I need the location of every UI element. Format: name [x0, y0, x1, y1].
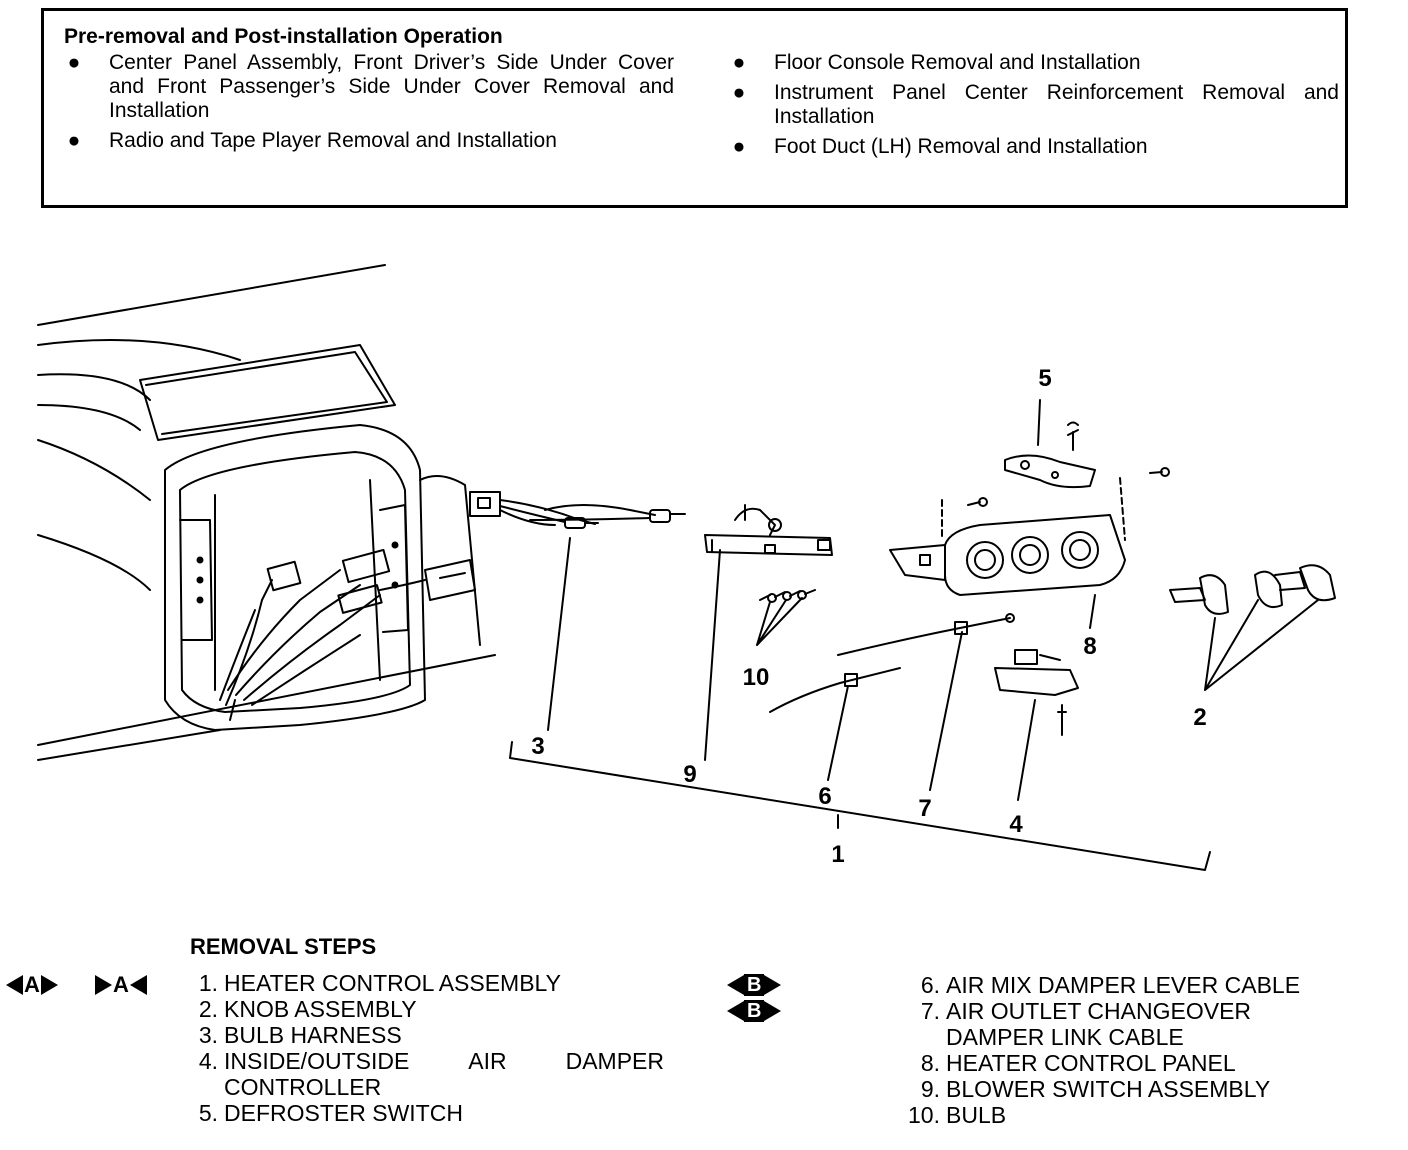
service-mark-a-installation: A [95, 972, 147, 998]
pre-removal-item-text: Radio and Tape Player Removal and Instal… [109, 129, 557, 152]
bullet-icon: ● [732, 81, 746, 104]
heater-control-panel-illustration [889, 467, 1170, 629]
bullet-icon: ● [732, 51, 746, 74]
removal-step: 7. AIR OUTLET CHANGEOVER DAMPER LINK CAB… [920, 998, 1252, 1050]
callout-3: 3 [531, 733, 544, 760]
removal-step: 1. HEATER CONTROL ASSEMBLY [198, 970, 561, 996]
removal-steps-right: 6. AIR MIX DAMPER LEVER CABLE 7. AIR OUT… [900, 972, 1390, 1128]
removal-step: 5. DEFROSTER SWITCH [198, 1100, 463, 1126]
callout-1: 1 [831, 841, 844, 868]
callout-4: 4 [1009, 811, 1023, 838]
right-triangle-icon [95, 975, 112, 995]
blower-switch-illustration [704, 504, 833, 556]
removal-step: 9. BLOWER SWITCH ASSEMBLY [920, 1076, 1271, 1102]
service-mark-b-step7: B [727, 1000, 782, 1022]
removal-step: 8. HEATER CONTROL PANEL [920, 1050, 1236, 1076]
left-triangle-icon [727, 975, 744, 995]
bulbs-illustration [756, 589, 816, 646]
pre-removal-item-text: Instrument Panel Center Reinforcement Re… [774, 81, 1339, 128]
removal-step-4-line2: CONTROLLER [224, 1074, 382, 1100]
callout-6: 6 [818, 783, 831, 810]
callout-5: 5 [1038, 365, 1051, 392]
pre-removal-box: Pre-removal and Post-installation Operat… [41, 8, 1348, 208]
pre-removal-left-column: ● Center Panel Assembly, Front Driver’s … [64, 51, 674, 159]
removal-step: 10. BULB [908, 1102, 1007, 1128]
dashboard-illustration [37, 264, 496, 761]
callout-8: 8 [1083, 633, 1096, 660]
exploded-diagram: 1 2 3 4 5 6 7 8 9 10 [37, 264, 1336, 871]
pre-removal-item: ● Instrument Panel Center Reinforcement … [729, 81, 1339, 129]
bulb-harness-illustration [469, 491, 686, 529]
removal-step: 2. KNOB ASSEMBLY [198, 996, 417, 1022]
knob-assembly-illustration [1169, 564, 1336, 691]
bullet-icon: ● [732, 135, 746, 158]
pre-removal-item-text: Floor Console Removal and Installation [774, 51, 1141, 74]
leader-lines [547, 537, 963, 791]
left-triangle-icon [129, 975, 147, 995]
pre-removal-item-text: Foot Duct (LH) Removal and Installation [774, 135, 1148, 158]
callout-2: 2 [1193, 704, 1206, 731]
pre-removal-title: Pre-removal and Post-installation Operat… [64, 25, 503, 48]
service-mark-a-removal: A [6, 972, 58, 998]
pre-removal-item: ● Center Panel Assembly, Front Driver’s … [64, 51, 674, 123]
pre-removal-item: ● Floor Console Removal and Installation [729, 51, 1339, 75]
right-triangle-icon [40, 975, 58, 995]
right-triangle-icon [764, 975, 782, 995]
cables-illustration [769, 613, 1015, 713]
callout-9: 9 [683, 761, 696, 788]
pre-removal-right-column: ● Floor Console Removal and Installation… [729, 51, 1339, 165]
right-triangle-icon [764, 1001, 782, 1021]
removal-step: 4. INSIDE/OUTSIDE AIR DAMPER CONTROLLER [198, 1048, 664, 1100]
assembly-bracket [509, 741, 1211, 871]
bullet-icon: ● [67, 129, 81, 152]
callout-10: 10 [743, 664, 770, 691]
service-mark-b-step6: B [727, 974, 782, 996]
pre-removal-item-text: Center Panel Assembly, Front Driver’s Si… [109, 51, 674, 122]
defroster-switch-illustration [1004, 399, 1096, 489]
left-triangle-icon [727, 1001, 744, 1021]
removal-step: 3. BULB HARNESS [198, 1022, 402, 1048]
removal-step: 6. AIR MIX DAMPER LEVER CABLE [920, 972, 1301, 998]
pre-removal-item: ● Radio and Tape Player Removal and Inst… [64, 129, 674, 153]
removal-steps-left: 1. HEATER CONTROL ASSEMBLY 2. KNOB ASSEM… [190, 970, 664, 1126]
left-triangle-icon [6, 975, 23, 995]
removal-step-4-line1: INSIDE/OUTSIDE AIR DAMPER [224, 1048, 664, 1074]
bullet-icon: ● [67, 51, 81, 74]
removal-steps-title: REMOVAL STEPS [190, 934, 377, 959]
callout-7: 7 [918, 795, 931, 822]
pre-removal-item: ● Foot Duct (LH) Removal and Installatio… [729, 135, 1339, 159]
damper-controller-illustration [994, 649, 1079, 801]
